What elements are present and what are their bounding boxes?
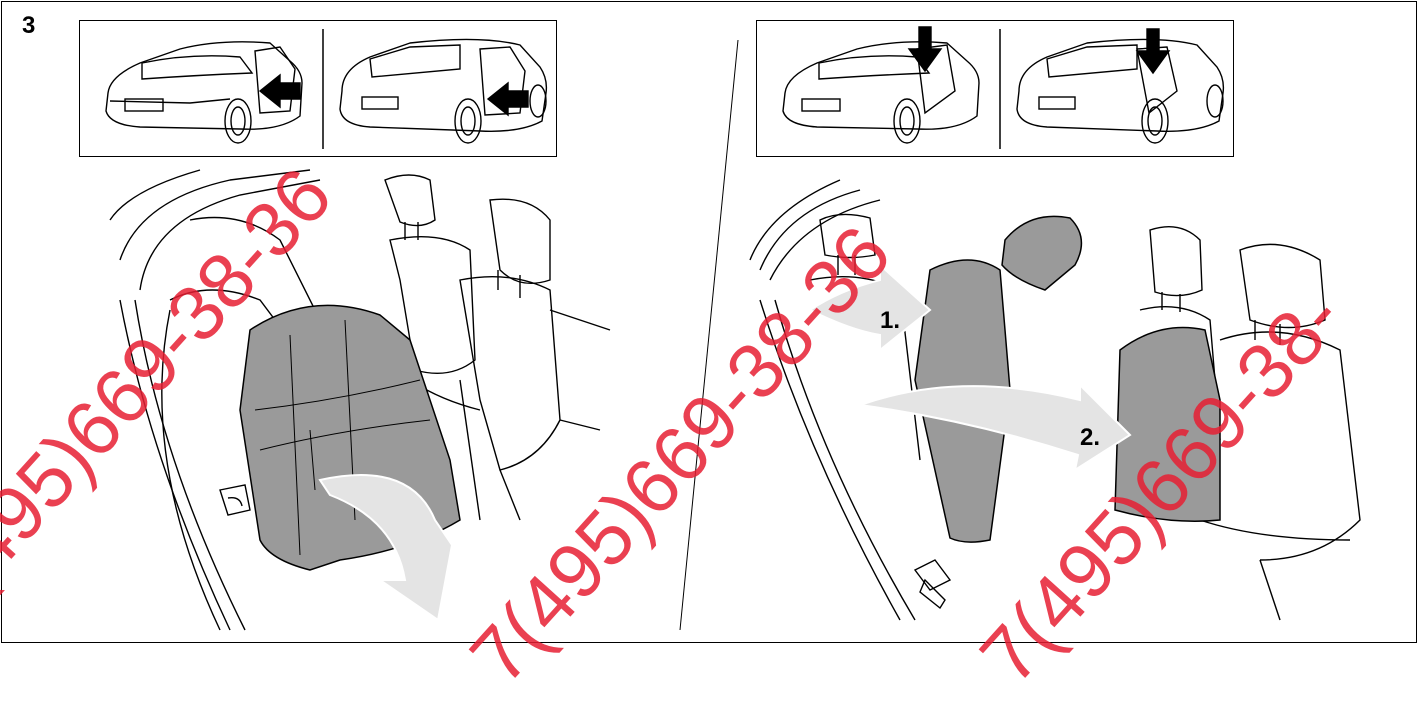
rear-seat-cushion-fold-forward-icon (80, 160, 620, 640)
step-label-2: 2. (1080, 424, 1100, 451)
sedan-rear-door-down-arrow-icon (783, 27, 979, 143)
rear-backrest-fold-forward-icon: 1. 2. (740, 160, 1416, 640)
left-thumbnail-box (79, 20, 557, 157)
right-thumbnail-box (756, 20, 1234, 157)
wagon-rear-door-open-arrow-icon (340, 39, 546, 143)
sedan-rear-door-open-arrow-icon (106, 42, 302, 143)
step-label-1: 1. (880, 307, 900, 334)
wagon-rear-door-down-arrow-icon (1017, 29, 1223, 143)
